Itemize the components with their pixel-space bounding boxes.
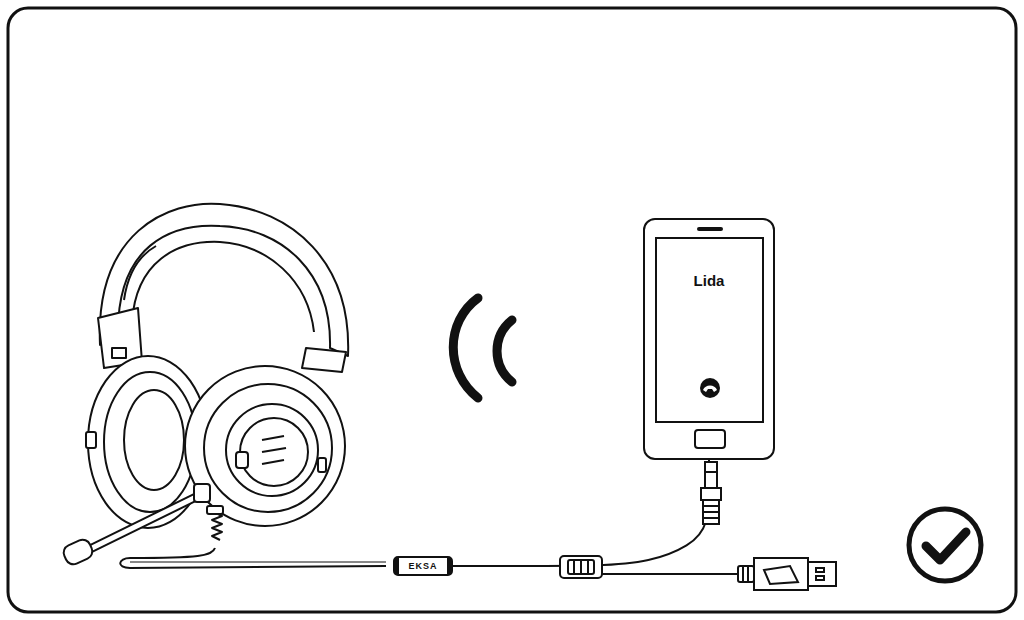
- brand-logo: EKSA: [408, 560, 437, 572]
- check-icon: [909, 509, 981, 581]
- phone-screen: [656, 238, 763, 422]
- smartphone: Lida: [643, 218, 775, 460]
- audio-jack: [701, 462, 721, 524]
- speaker-slot: [697, 227, 723, 231]
- usb-cable: [602, 573, 752, 575]
- home-button: [695, 430, 725, 448]
- call-icon: [700, 378, 720, 398]
- inline-controller: EKSA: [393, 556, 452, 576]
- phone-body: [643, 218, 775, 460]
- headset-cable-edge: [130, 562, 386, 563]
- headset-cable: [120, 548, 386, 568]
- headset: [61, 204, 348, 567]
- cable-splitter: [560, 556, 602, 578]
- sound-waves: [453, 298, 512, 398]
- audio-cable: [453, 460, 710, 566]
- caller-name: Lida: [645, 272, 773, 289]
- usb-plug: [738, 558, 836, 590]
- frame: [8, 8, 1016, 612]
